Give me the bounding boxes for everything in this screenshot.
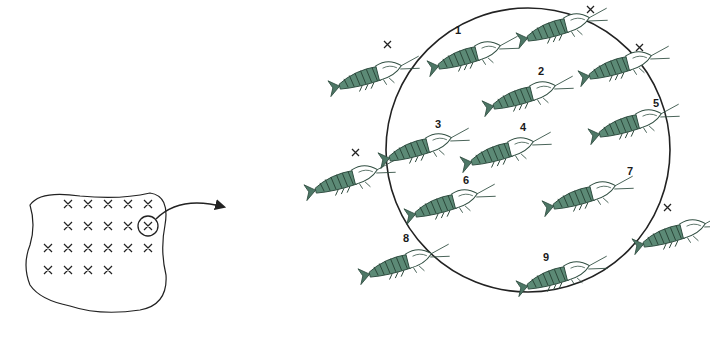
callout-number: 9 [543, 252, 549, 263]
region-outline [26, 193, 166, 312]
callout-number: 8 [403, 233, 409, 244]
callout-number: 4 [520, 122, 526, 133]
shrimp-figures [302, 6, 710, 299]
excluded-marks [352, 6, 671, 211]
callout-number: 3 [435, 119, 441, 130]
sample-marks [44, 200, 152, 274]
callout-number: 1 [455, 25, 461, 36]
callout-number: 6 [463, 175, 469, 186]
callout-number: 5 [653, 98, 659, 109]
selected-sample [138, 216, 158, 236]
enlarge-arrow [156, 203, 224, 219]
callout-number: 2 [538, 66, 544, 77]
callout-number: 7 [627, 166, 633, 177]
